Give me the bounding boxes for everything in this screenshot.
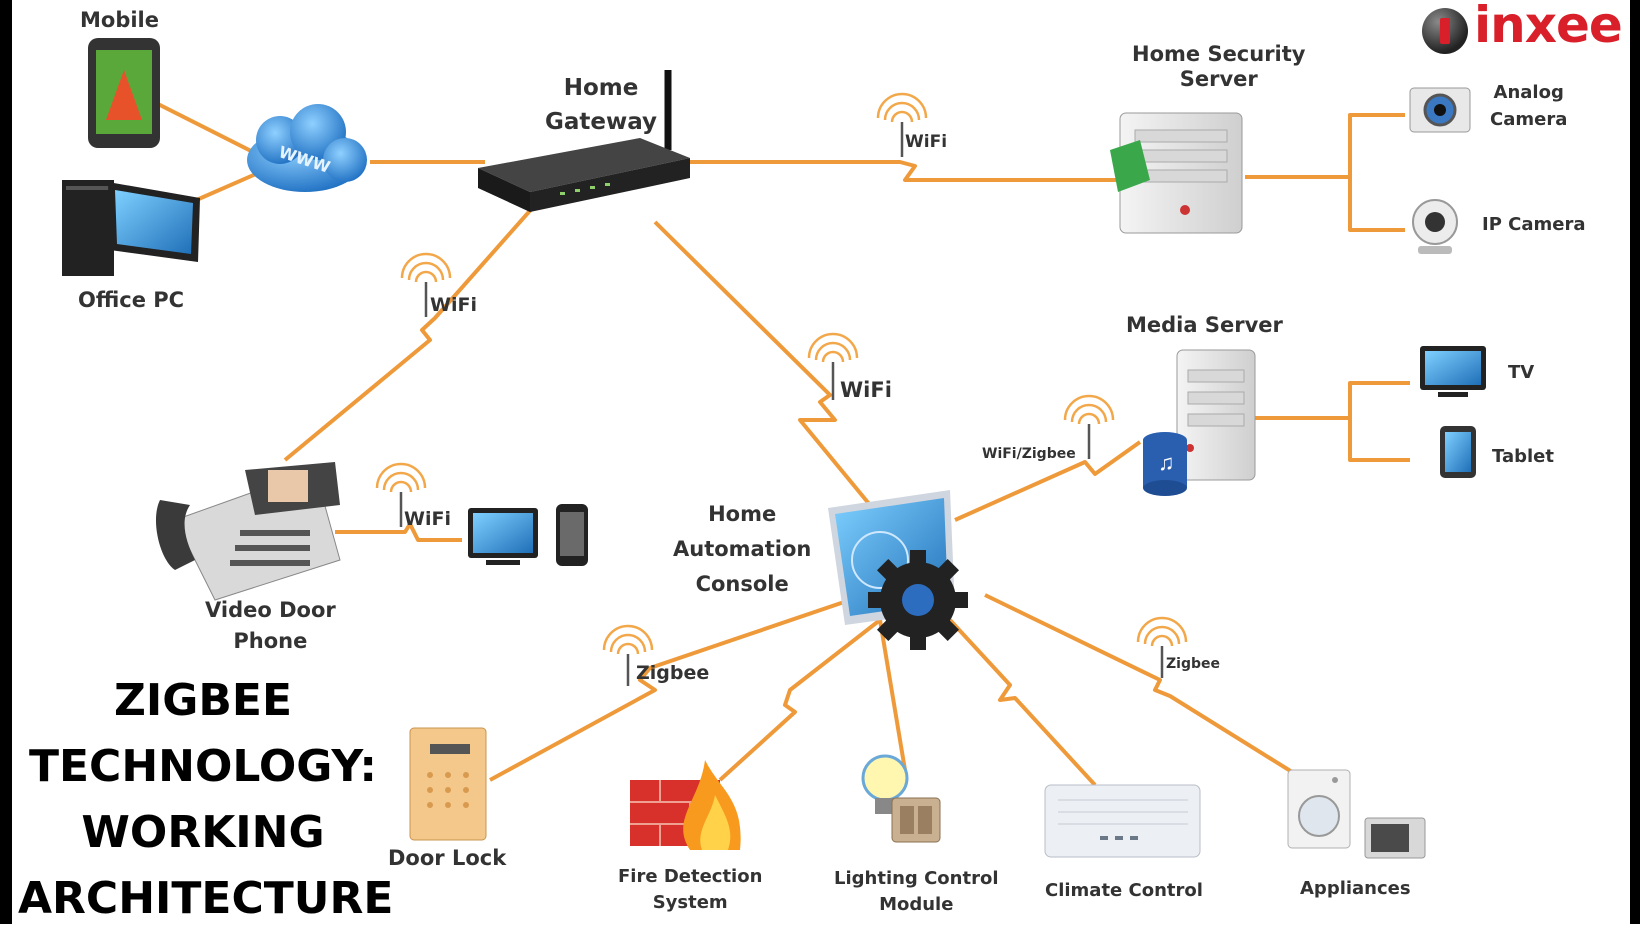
wifi-signal-icon: [400, 252, 452, 317]
wifi-signal-icon: [602, 624, 654, 686]
mobile-icon: [88, 38, 160, 148]
analog-camera-label: Analog Camera: [1490, 82, 1567, 130]
link-console-doorlock: [489, 598, 851, 782]
tv-icon: [1420, 346, 1486, 397]
link-console-media: [954, 440, 1142, 522]
link-label-console-doorlock: Zigbee: [636, 662, 710, 684]
bracket-media: [1348, 381, 1410, 462]
video-door-phone-line-2: Phone: [233, 629, 308, 654]
tablet-label: Tablet: [1492, 446, 1554, 467]
wifi-signal-icons: [375, 92, 1188, 686]
appliances-label: Appliances: [1300, 878, 1411, 899]
office-pc-label: Office PC: [78, 288, 185, 312]
router-icon: [478, 70, 690, 212]
link-label-gateway-console: WiFi: [840, 378, 892, 402]
home-automation-console-line-2: Automation: [673, 537, 812, 562]
right-border: [1630, 0, 1640, 924]
video-door-phone-line-1: Video Door: [205, 598, 336, 622]
link-label-gateway-security: WiFi: [905, 132, 948, 152]
logo-text: inxee: [1474, 0, 1623, 54]
microwave-icon: [1364, 817, 1426, 859]
home-automation-console-line-3: Console: [695, 572, 789, 597]
link-gateway-security: [690, 160, 1135, 182]
wifi-signal-icon: [375, 462, 427, 527]
home-automation-console-label: Home Automation Console: [673, 502, 811, 598]
logo-mark-icon: [1422, 8, 1468, 54]
wifi-signal-icon: [876, 92, 928, 157]
desk-phone-icon: [155, 462, 341, 601]
left-border: [0, 0, 12, 924]
keypad-icon: [409, 727, 487, 841]
connection-lines: [149, 98, 1410, 787]
analog-camera-line-2: Camera: [1490, 108, 1568, 130]
wifi-signal-icon: [807, 332, 859, 400]
link-console-fire: [718, 618, 882, 782]
media-server-label: Media Server: [1126, 313, 1283, 337]
home-security-server-label: Home Security Server: [1132, 42, 1306, 92]
camera-icon: [1409, 87, 1471, 133]
home-automation-console-line-1: Home: [708, 502, 777, 526]
page-title: ZIGBEE TECHNOLOGY: WORKING ARCHITECTURE: [18, 668, 394, 932]
ip-camera-label: IP Camera: [1482, 214, 1586, 235]
tv-label: TV: [1508, 362, 1535, 383]
link-console-climate: [948, 618, 1097, 787]
fire-detection-label: Fire Detection System: [618, 866, 762, 913]
wifi-signal-icon: [1063, 394, 1115, 459]
link-phone-tv: [335, 522, 462, 542]
lighting-control-line-2: Module: [879, 893, 954, 915]
washer-icon: [1287, 769, 1351, 849]
link-console-appliances: [984, 593, 1307, 782]
video-door-phone-label: Video Door Phone: [205, 598, 336, 654]
home-gateway-line-2: Gateway: [545, 108, 658, 135]
home-security-server-line-2: Server: [1179, 67, 1258, 92]
server-icon: ♫: [1143, 349, 1256, 496]
link-label-gateway-phone: WiFi: [430, 294, 477, 316]
link-mobile-cloud: [149, 98, 266, 160]
door-lock-label: Door Lock: [388, 846, 507, 870]
wifi-signal-icon: [1136, 616, 1188, 678]
cloud-icon: [247, 104, 367, 192]
home-gateway-line-1: Home: [563, 75, 639, 101]
inxee-logo: inxee: [1422, 0, 1627, 58]
firewall-icon: [630, 760, 741, 850]
title-line-4: ARCHITECTURE: [18, 873, 394, 924]
link-console-lighting: [878, 619, 907, 771]
monitor-gear-icon: [828, 490, 968, 650]
link-label-console-appliances: Zigbee: [1166, 656, 1220, 672]
server-icon: [1110, 112, 1243, 234]
lighting-control-line-1: Lighting Control: [834, 868, 999, 889]
title-line-1: ZIGBEE: [113, 675, 293, 726]
fire-detection-line-1: Fire Detection: [618, 866, 763, 887]
desktop-pc-icon: [62, 180, 200, 276]
fire-detection-line-2: System: [652, 891, 728, 913]
title-line-2: TECHNOLOGY:: [28, 741, 378, 792]
mobile-label: Mobile: [80, 8, 159, 32]
bracket-cameras: [1348, 113, 1405, 232]
lighting-control-label: Lighting Control Module: [834, 868, 999, 915]
climate-control-label: Climate Control: [1045, 880, 1203, 901]
svg-text:♫: ♫: [1158, 450, 1175, 475]
title-line-3: WORKING: [81, 807, 325, 858]
mobile-icon: [556, 504, 588, 566]
bulb-icon: [861, 754, 941, 843]
tablet-icon: [1440, 426, 1476, 478]
link-gateway-console: [653, 220, 872, 507]
air-conditioner-icon: [1044, 784, 1201, 858]
home-security-server-line-1: Home Security: [1132, 42, 1306, 66]
link-gateway-phone: [283, 203, 537, 462]
analog-camera-line-1: Analog: [1493, 82, 1564, 103]
link-label-console-media: WiFi/Zigbee: [982, 446, 1076, 462]
tv-icon: [468, 508, 538, 565]
home-gateway-label: Home Gateway: [545, 75, 657, 136]
link-label-phone-tv: WiFi: [404, 508, 451, 530]
webcam-icon: [1412, 199, 1458, 254]
